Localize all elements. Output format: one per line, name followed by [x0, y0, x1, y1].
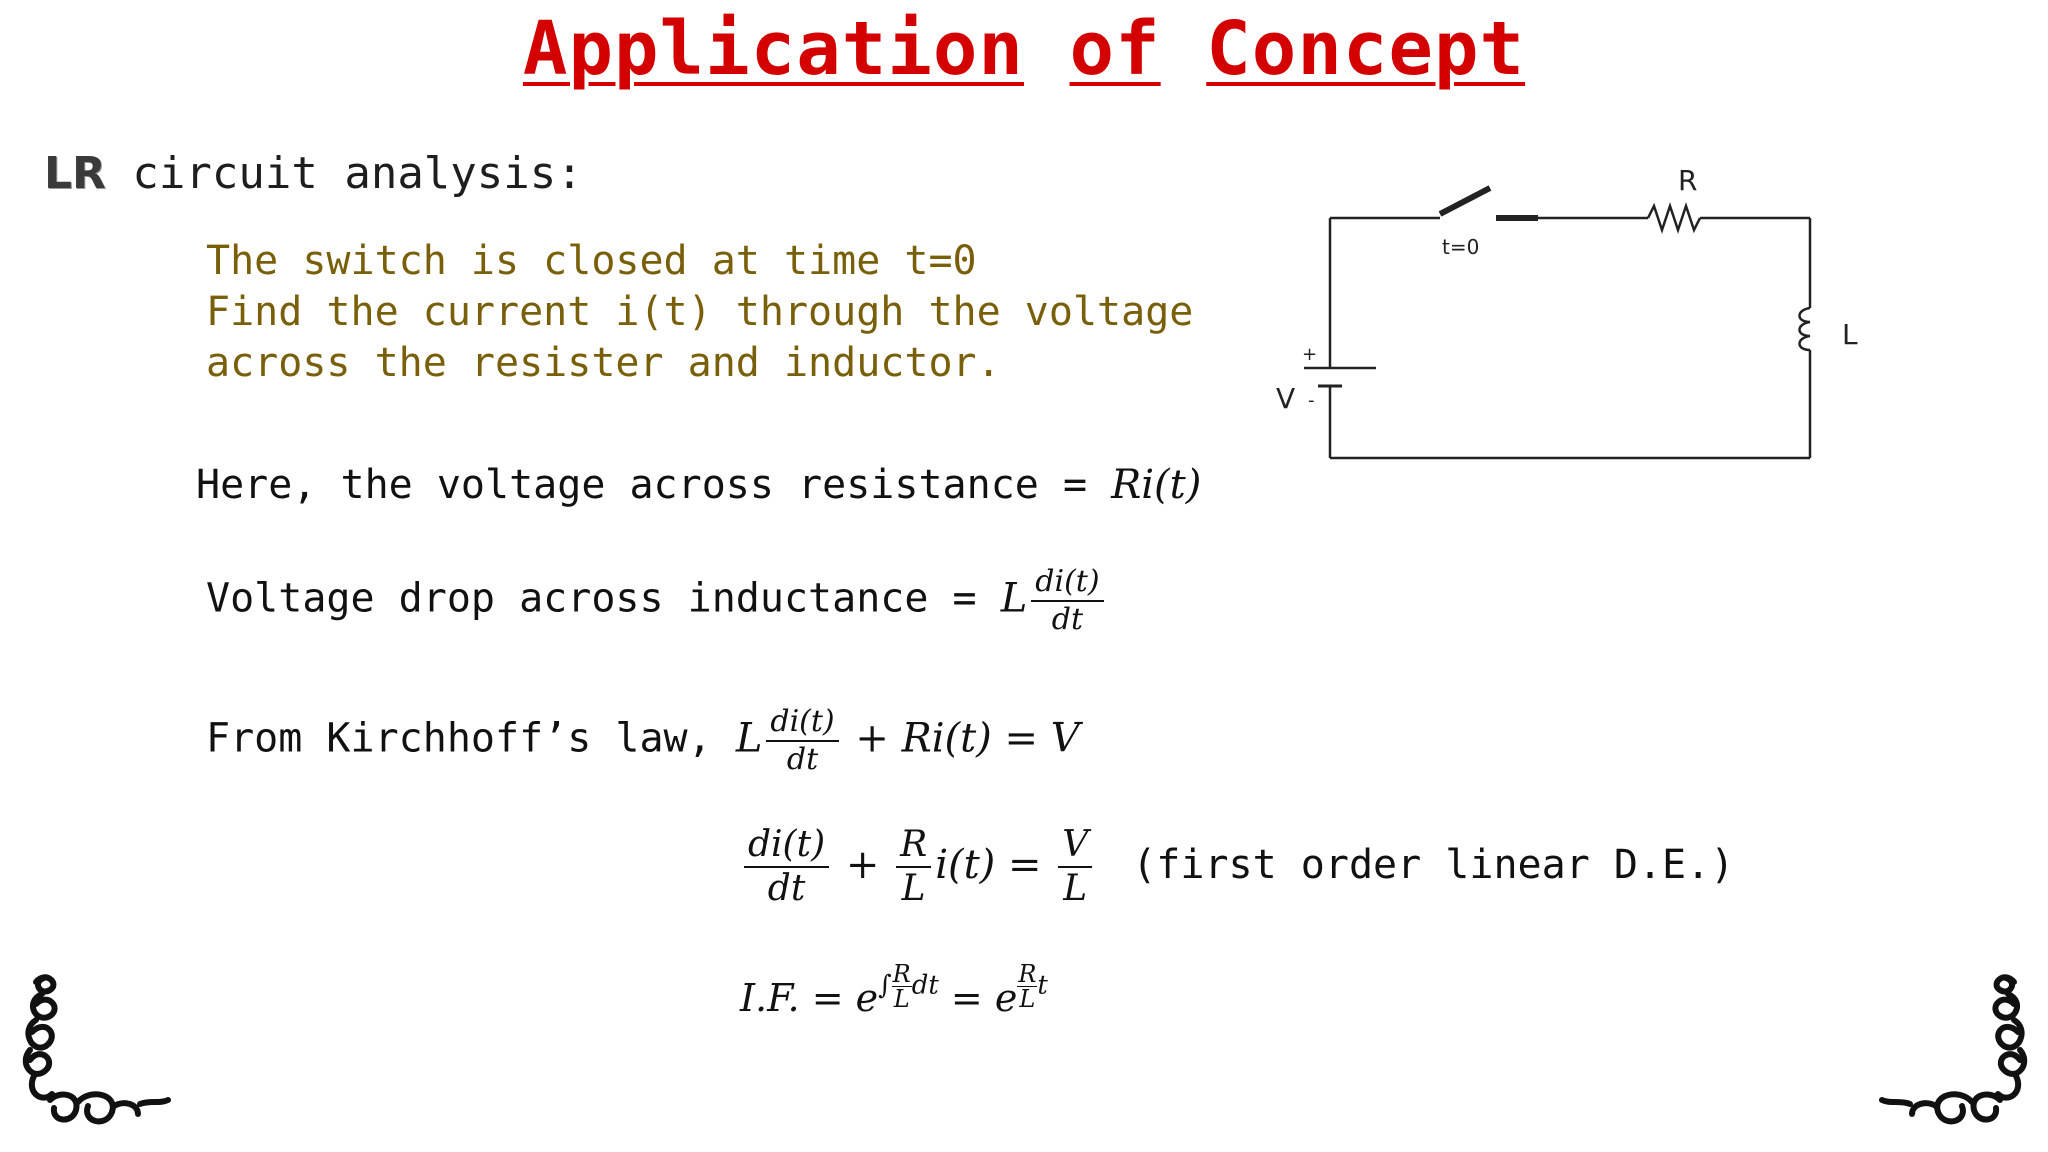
switch-label: t=0	[1442, 235, 1479, 259]
source-label: V	[1276, 382, 1295, 415]
resistance-voltage-line: Here, the voltage across resistance = Ri…	[196, 462, 1201, 508]
derivative-denominator: dt	[1051, 601, 1084, 637]
de-derivative-denominator: dt	[767, 867, 806, 909]
if-exp2-t: t	[1037, 970, 1048, 1001]
if-equals: = e	[938, 976, 1018, 1020]
lr-circuit-diagram: t=0 R L V + -	[1276, 164, 1858, 460]
if-lhs: I.F. = e	[740, 976, 879, 1020]
resistance-voltage-text: Here, the voltage across resistance =	[196, 462, 1112, 508]
corner-ornament-right-icon	[1879, 974, 2028, 1125]
de-v-numerator: V	[1058, 826, 1093, 868]
if-exp2-denominator: L	[1019, 985, 1036, 1013]
switch-blade	[1438, 185, 1492, 217]
section-heading-rest: circuit analysis:	[105, 148, 583, 199]
inductance-voltage-text: Voltage drop across inductance =	[206, 575, 1001, 622]
section-heading-bold: LR	[44, 148, 106, 199]
title-word-application: Application	[522, 6, 1024, 92]
corner-ornament-left-icon	[22, 974, 171, 1125]
de-derivative: di(t)dt	[744, 826, 830, 909]
title-word-concept: Concept	[1206, 6, 1526, 92]
de-r-denominator: L	[901, 867, 926, 909]
inductor-label: L	[1842, 318, 1858, 351]
resistance-voltage-expr: Ri(t)	[1111, 462, 1202, 508]
source-minus-label: -	[1308, 390, 1315, 411]
problem-line-1: The switch is closed at time t=0	[206, 238, 977, 284]
kirchhoff-rest: + Ri(t) = V	[842, 715, 1080, 762]
kirchhoff-text: From Kirchhoff’s law,	[206, 715, 736, 762]
resistor-symbol	[1646, 202, 1702, 234]
kirchhoff-derivative-denominator: dt	[786, 741, 819, 777]
de-plus: +	[833, 841, 893, 888]
de-v-denominator: L	[1063, 867, 1088, 909]
inductance-coef: L	[1000, 575, 1028, 622]
slide-title: Application of Concept	[0, 6, 2048, 92]
if-exp2-numerator: R	[1017, 960, 1038, 988]
de-r-numerator: R	[896, 826, 932, 868]
kirchhoff-coef: L	[735, 715, 763, 762]
title-word-of: of	[1069, 6, 1161, 92]
de-middle: i(t) =	[935, 841, 1055, 888]
de-note: (first order linear D.E.)	[1132, 841, 1735, 888]
problem-statement: The switch is closed at time t=0 Find th…	[206, 236, 1193, 389]
if-integral-sign: ∫	[878, 970, 892, 1001]
if-exp1-denominator: L	[893, 985, 910, 1013]
resistor-label: R	[1678, 164, 1697, 197]
inductance-derivative: di(t)dt	[1031, 566, 1104, 637]
if-exp1-dt: dt	[911, 970, 939, 1001]
problem-line-3: across the resister and inductor.	[206, 340, 1001, 386]
source-plus-label: +	[1302, 344, 1317, 365]
kirchhoff-derivative-numerator: di(t)	[766, 706, 839, 742]
de-derivative-numerator: di(t)	[744, 826, 830, 868]
derivative-numerator: di(t)	[1031, 566, 1104, 602]
problem-line-2: Find the current i(t) through the voltag…	[206, 289, 1194, 335]
if-exp1-numerator: R	[891, 960, 912, 988]
section-heading: LR circuit analysis:	[44, 148, 583, 199]
inductor-symbol	[1798, 306, 1811, 352]
kirchhoff-derivative: di(t)dt	[766, 706, 839, 777]
